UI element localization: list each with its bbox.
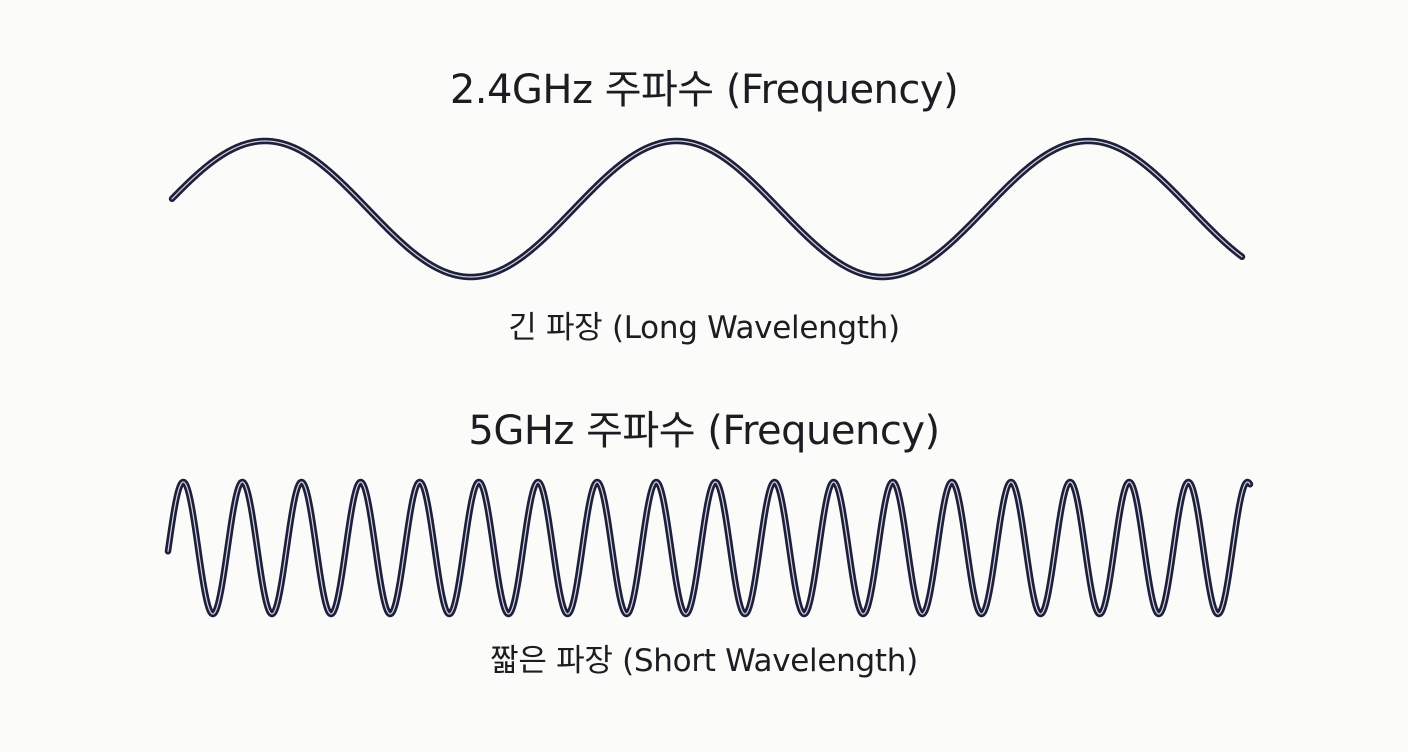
high-band-wave-line	[164, 478, 1254, 618]
high-band-wave-highlight	[167, 481, 1251, 615]
long-wavelength-caption: 긴 파장 (Long Wavelength)	[508, 310, 900, 346]
high-band-frequency-title: 5GHz 주파수 (Frequency)	[468, 408, 940, 454]
low-band-wave-line	[168, 137, 1246, 281]
low-band-frequency-title: 2.4GHz 주파수 (Frequency)	[449, 67, 959, 113]
low-band-wave-highlight	[171, 140, 1243, 278]
low-band-wave	[168, 137, 1246, 281]
short-wavelength-caption: 짧은 파장 (Short Wavelength)	[490, 643, 918, 679]
high-band-wave	[164, 478, 1254, 618]
